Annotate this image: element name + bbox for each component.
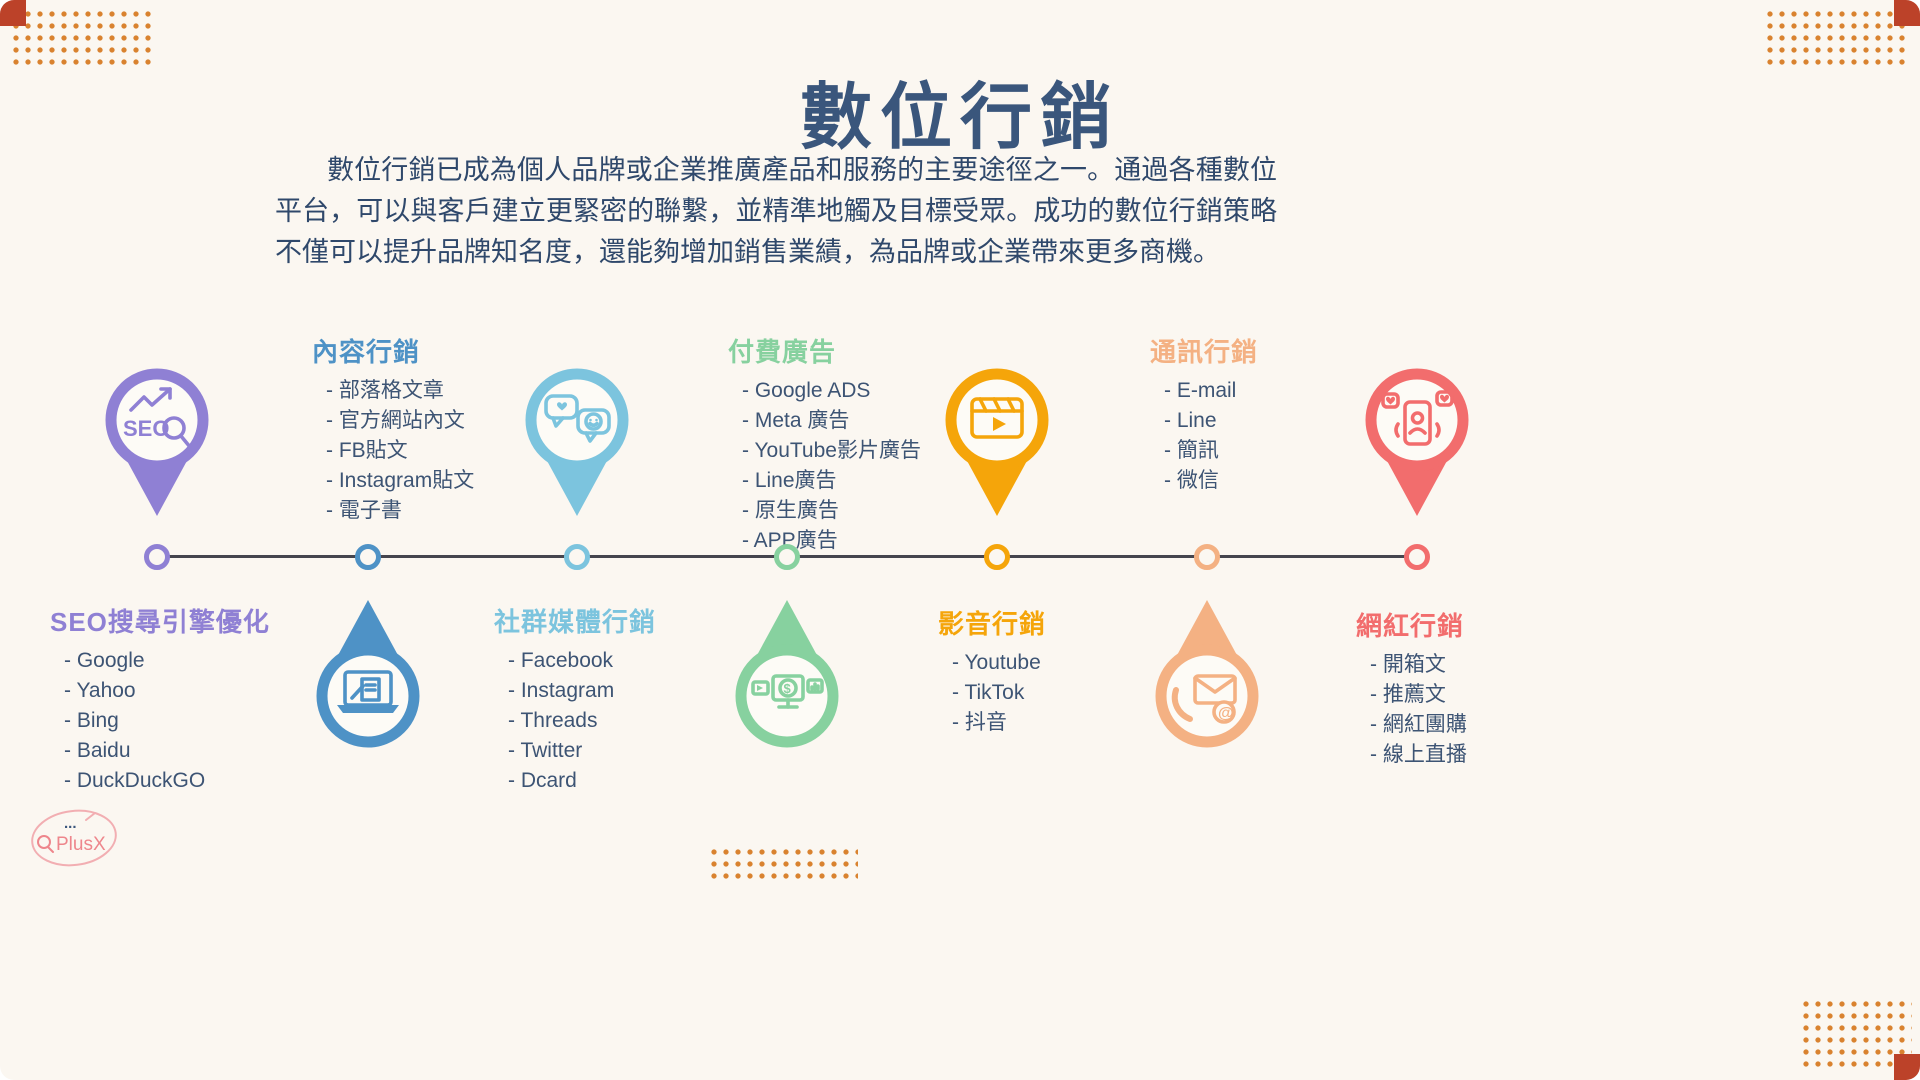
- timeline-dot-seo: [144, 544, 170, 570]
- video-items: - Youtube - TikTok - 抖音: [938, 648, 1046, 738]
- chat-bubbles-icon: [544, 394, 611, 443]
- list-item: - Google: [64, 649, 145, 672]
- list-item: - Instagram貼文: [326, 469, 475, 492]
- content-section-title: 內容行銷: [312, 337, 421, 367]
- messaging-items: - E-mail - Line - 簡訊 - 微信: [1150, 376, 1258, 496]
- list-item: - 原生廣告: [742, 499, 839, 522]
- paid-ads-pin: $: [727, 594, 847, 754]
- messaging-pin: @: [1147, 594, 1267, 754]
- social-items: - Facebook - Instagram - Threads - Twitt…: [494, 646, 656, 796]
- list-item: - Bing: [64, 709, 119, 732]
- paid-ads-items: - Google ADS - Meta 廣告 - YouTube影片廣告 - L…: [728, 376, 921, 556]
- list-item: - 電子書: [326, 499, 402, 522]
- logo-text: PlusX: [56, 834, 106, 855]
- ads-screens-icon: $: [751, 674, 824, 709]
- phone-mail-icon: @: [1171, 674, 1237, 724]
- corner-square-bottom-right: [1894, 1054, 1920, 1080]
- social-section: 社群媒體行銷 - Facebook - Instagram - Threads …: [494, 602, 656, 796]
- list-item: - E-mail: [1164, 379, 1237, 402]
- corner-square-top-left: [0, 0, 26, 26]
- list-item: - TikTok: [952, 681, 1025, 704]
- list-item: - 官方網站內文: [326, 409, 465, 432]
- influencer-pin: [1357, 362, 1477, 522]
- list-item: - 微信: [1164, 469, 1219, 492]
- dot-grid-bottom-right: [1800, 998, 1912, 1072]
- list-item: - Baidu: [64, 739, 131, 762]
- influencer-section-title: 網紅行銷: [1356, 611, 1465, 641]
- video-clapper-icon: [970, 397, 1024, 439]
- list-item: - Meta 廣告: [742, 409, 850, 432]
- list-item: - Google ADS: [742, 379, 871, 402]
- corner-square-top-right: [1894, 0, 1920, 26]
- paid-ads-section: 付費廣告 - Google ADS - Meta 廣告 - YouTube影片廣…: [728, 332, 921, 556]
- timeline-dot-influencer: [1404, 544, 1430, 570]
- list-item: - Threads: [508, 709, 598, 732]
- paid-ads-section-title: 付費廣告: [728, 337, 837, 367]
- influencer-phone-icon: [1381, 390, 1454, 446]
- list-item: - 抖音: [952, 711, 1007, 734]
- list-item: - 網紅團購: [1370, 713, 1467, 736]
- content-section: 內容行銷 - 部落格文章 - 官方網站內文 - FB貼文 - Instagram…: [312, 332, 474, 526]
- messaging-section-title: 通訊行銷: [1150, 337, 1259, 367]
- video-section-title: 影音行銷: [938, 609, 1047, 639]
- timeline-dot-messaging: [1194, 544, 1220, 570]
- list-item: - 簡訊: [1164, 439, 1219, 462]
- list-item: - 開箱文: [1370, 653, 1446, 676]
- at-icon-text: @: [1218, 705, 1234, 722]
- list-item: - Dcard: [508, 769, 577, 792]
- influencer-items: - 開箱文 - 推薦文 - 網紅團購 - 線上直播: [1356, 650, 1467, 770]
- list-item: - 部落格文章: [326, 379, 444, 402]
- timeline-dot-social: [564, 544, 590, 570]
- seo-icon-text: SEO: [123, 416, 169, 441]
- list-item: - Line廣告: [742, 469, 837, 492]
- list-item: - YouTube影片廣告: [742, 439, 921, 462]
- list-item: - APP廣告: [742, 529, 838, 552]
- social-section-title: 社群媒體行銷: [494, 607, 657, 637]
- content-items: - 部落格文章 - 官方網站內文 - FB貼文 - Instagram貼文 - …: [312, 376, 474, 526]
- list-item: - Yahoo: [64, 679, 136, 702]
- dot-grid-bottom-center: [708, 846, 858, 884]
- list-item: - Line: [1164, 409, 1217, 432]
- video-section: 影音行銷 - Youtube - TikTok - 抖音: [938, 604, 1046, 738]
- list-item: - 推薦文: [1370, 683, 1446, 706]
- content-pin: [308, 594, 428, 754]
- list-item: - Facebook: [508, 649, 614, 672]
- video-pin: [937, 362, 1057, 522]
- list-item: - 線上直播: [1370, 743, 1467, 766]
- list-item: - DuckDuckGO: [64, 769, 206, 792]
- seo-section: SEO搜尋引擎優化 - Google - Yahoo - Bing - Baid…: [50, 602, 270, 796]
- laptop-writing-icon: [337, 670, 399, 713]
- logo-dots-text: ...: [64, 815, 77, 832]
- social-pin: [517, 362, 637, 522]
- dot-grid-top-right: [1764, 8, 1910, 66]
- seo-pin: SEO: [97, 362, 217, 522]
- page-title: 數位行銷: [799, 74, 1120, 159]
- dot-grid-top-left: [10, 8, 156, 66]
- timeline-dot-paid-ads: [774, 544, 800, 570]
- influencer-section: 網紅行銷 - 開箱文 - 推薦文 - 網紅團購 - 線上直播: [1356, 606, 1467, 770]
- seo-magnifier-icon: SEO: [123, 387, 192, 449]
- seo-section-title: SEO搜尋引擎優化: [50, 607, 270, 637]
- plusx-logo: ... PlusX: [20, 796, 130, 881]
- intro-text: 數位行銷已成為個人品牌或企業推廣產品和服務的主要途徑之一。通過各種數位平台，可以…: [275, 155, 1277, 267]
- seo-items: - Google - Yahoo - Bing - Baidu - DuckDu…: [50, 646, 270, 796]
- list-item: - FB貼文: [326, 439, 408, 462]
- timeline-dot-content: [355, 544, 381, 570]
- dollar-icon-text: $: [784, 681, 792, 696]
- list-item: - Twitter: [508, 739, 583, 762]
- list-item: - Youtube: [952, 651, 1041, 674]
- messaging-section: 通訊行銷 - E-mail - Line - 簡訊 - 微信: [1150, 332, 1258, 496]
- timeline-dot-video: [984, 544, 1010, 570]
- list-item: - Instagram: [508, 679, 615, 702]
